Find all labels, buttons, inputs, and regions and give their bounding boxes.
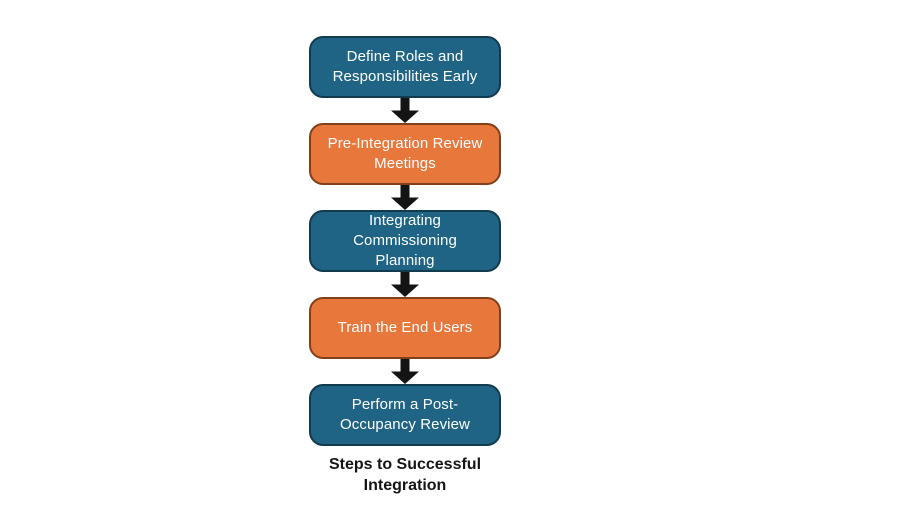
step-box-define-roles: Define Roles and Responsibilities Early — [309, 36, 501, 98]
step-box-post-occupancy-review: Perform a Post-Occupancy Review — [309, 384, 501, 446]
steps-flowchart: Define Roles and Responsibilities Early … — [309, 36, 501, 496]
step-box-integrating-commissioning: Integrating Commissioning Planning — [309, 210, 501, 272]
down-arrow-icon — [391, 98, 419, 123]
diagram-title: Steps to Successful Integration — [328, 456, 482, 494]
step-box-pre-integration-review: Pre-Integration Review Meetings — [309, 123, 501, 185]
step-box-train-end-users: Train the End Users — [309, 297, 501, 359]
down-arrow-icon — [391, 185, 419, 210]
down-arrow-icon — [391, 359, 419, 384]
down-arrow-icon — [391, 272, 419, 297]
